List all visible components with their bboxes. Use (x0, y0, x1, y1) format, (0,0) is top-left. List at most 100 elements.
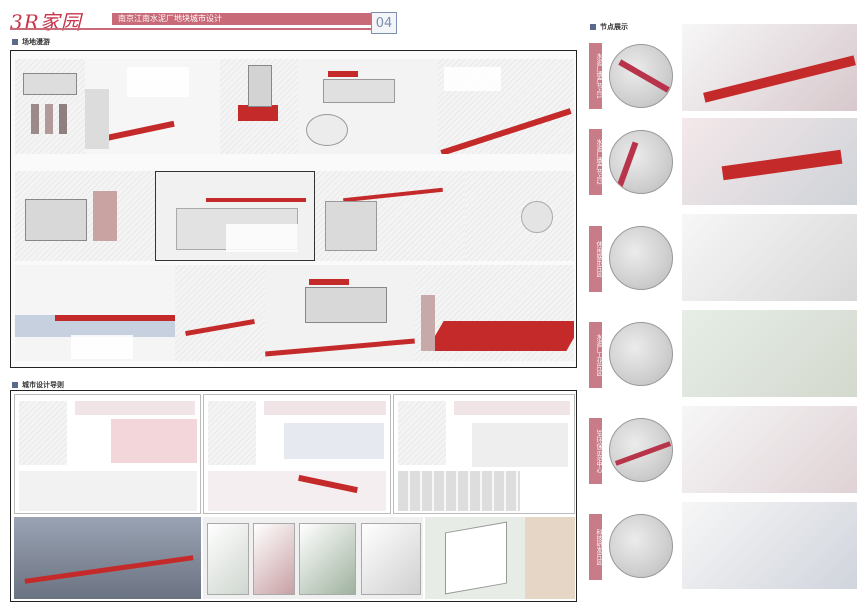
node-label-5: 3R环保示范中心 (589, 418, 602, 484)
node-axo-1 (682, 24, 857, 111)
node-label-2: 水泥厂遗产节点2 (589, 129, 602, 195)
building-red-platform-sketch (220, 59, 298, 154)
node-axo-6 (682, 502, 857, 589)
site-roaming-panel (10, 50, 577, 368)
section-square-icon (12, 39, 18, 45)
person-figure (31, 104, 39, 134)
page-title: 3R家园 (10, 10, 82, 34)
title-underline (10, 28, 378, 30)
person-figure (421, 295, 435, 351)
section-heading-text: 城市设计导则 (22, 381, 64, 389)
red-walkway (703, 55, 856, 103)
red-plaza (426, 321, 574, 351)
annotation-note (127, 67, 189, 97)
red-route (24, 555, 194, 584)
warehouse-shape (325, 201, 377, 251)
node-plan-circle-2 (609, 130, 673, 194)
node-axo-5 (682, 406, 857, 493)
guide-highlight-box (284, 423, 384, 459)
landscape-sketch (175, 265, 265, 361)
section-heading-node-display: 节点展示 (590, 22, 628, 32)
guide-plan-3 (398, 401, 446, 465)
axo-block (207, 523, 249, 595)
section-square-icon (590, 24, 596, 30)
kiosk-shape (23, 73, 77, 95)
red-sign (309, 279, 349, 285)
section-heading-text: 场地漫游 (22, 38, 50, 46)
green-axo-rendering (425, 517, 575, 599)
plaza-sketch (298, 59, 438, 154)
guide-text-block (264, 401, 386, 415)
annotation-note (444, 67, 501, 91)
red-network (298, 474, 358, 494)
node-label-6: 科技研发片区 (589, 514, 602, 580)
axonometric-strip (203, 517, 423, 599)
red-sign (328, 71, 358, 77)
red-path (265, 338, 415, 357)
section-heading-text: 节点展示 (600, 23, 628, 31)
guide-text-block (454, 401, 570, 415)
guide-plan-2 (208, 401, 256, 465)
page-subtitle: 南京江南水泥厂地块城市设计 (112, 13, 377, 25)
courtyard-sketch (155, 171, 315, 261)
aerial-rendering (14, 517, 201, 599)
person-figure (93, 191, 117, 241)
node-plan-circle-3 (609, 226, 673, 290)
axo-block (253, 523, 295, 595)
guide-diagram-row (208, 471, 386, 511)
axo-block (361, 523, 421, 595)
node-plan-circle-1 (609, 44, 673, 108)
section-heading-urban-design-guide: 城市设计导则 (12, 380, 64, 390)
walkway-sketch (85, 59, 220, 154)
red-route (615, 141, 639, 191)
tree-street-sketch (465, 171, 574, 261)
red-line (206, 198, 306, 202)
node-axo-2 (682, 118, 857, 205)
annotation-note (71, 335, 133, 359)
river-edge (525, 517, 575, 599)
node-label-4: 水泥厂工业片区 (589, 322, 602, 388)
person-figure (45, 104, 53, 134)
node-plan-circle-5 (609, 418, 673, 482)
guide-highlight-box (472, 423, 568, 467)
guide-text-block (75, 401, 195, 415)
urban-design-guide-panel (10, 390, 577, 602)
guide-block-2 (203, 394, 391, 514)
guide-highlight-box (111, 419, 197, 463)
red-plaza-sketch (415, 265, 574, 361)
red-walkway (55, 315, 175, 321)
factory-plaza-sketch (265, 265, 415, 361)
circular-plaza (306, 114, 348, 146)
tree-shape (521, 201, 553, 233)
old-building (25, 199, 87, 241)
section-square-icon (12, 382, 18, 388)
tower-shape (248, 65, 272, 107)
red-route (614, 441, 672, 466)
red-bridge (440, 108, 572, 154)
axo-block (299, 523, 356, 595)
guide-block-1 (14, 394, 201, 514)
factory-shape (305, 287, 387, 323)
harbor-walkway-sketch (15, 265, 175, 361)
node-label-1: 水泥厂遗产节点1 (589, 43, 602, 109)
industrial-street-sketch (315, 171, 465, 261)
old-buildings-sketch (15, 171, 155, 261)
hall-shape (323, 79, 395, 103)
red-walkway (721, 149, 843, 181)
red-path (185, 318, 255, 337)
red-platform (238, 105, 278, 121)
section-heading-site-roaming: 场地漫游 (12, 37, 50, 47)
guide-block-3 (393, 394, 575, 514)
node-axo-3 (682, 214, 857, 301)
person-figure (59, 104, 67, 134)
red-route (618, 59, 670, 93)
guide-building-grid (398, 471, 520, 511)
node-plan-circle-4 (609, 322, 673, 386)
red-bridge-sketch (438, 59, 574, 154)
white-building (445, 521, 507, 595)
node-axo-4 (682, 310, 857, 397)
page-number: 04 (371, 12, 397, 34)
guide-diagram-row (19, 471, 197, 511)
figure-silhouette (85, 89, 109, 149)
annotation-note (226, 224, 298, 252)
